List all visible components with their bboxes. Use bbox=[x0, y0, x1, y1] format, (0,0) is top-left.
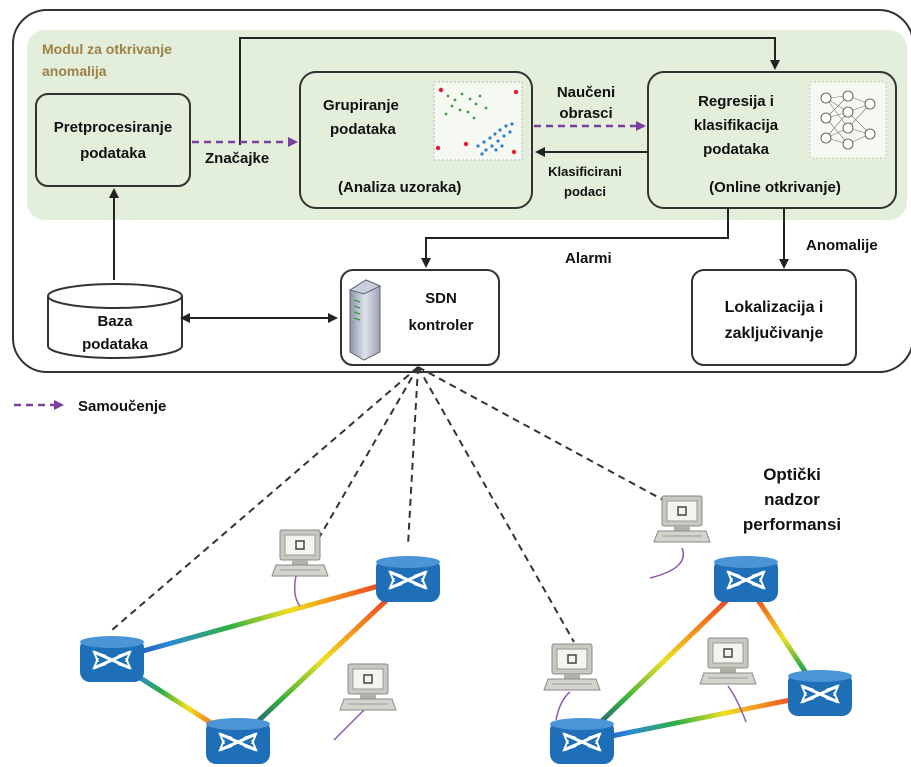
router-icon bbox=[548, 716, 616, 766]
clustering-label-line1: Grupiranje bbox=[323, 97, 399, 114]
neural-network-thumbnail bbox=[809, 81, 887, 159]
learned-patterns-label-line1: Naučeni bbox=[557, 84, 615, 101]
database-cylinder bbox=[47, 283, 183, 359]
router-icon bbox=[78, 634, 146, 684]
classified-data-label-line2: podaci bbox=[564, 184, 606, 199]
clustering-sub-label: (Analiza uzoraka) bbox=[338, 179, 461, 196]
anomalies-label: Anomalije bbox=[806, 237, 878, 254]
alarms-label: Alarmi bbox=[565, 250, 612, 267]
alarms-arrow bbox=[421, 208, 729, 268]
router-icon bbox=[712, 554, 780, 604]
preprocessing-label-line2: podataka bbox=[80, 145, 147, 162]
regression-label-line1: Regresija i bbox=[698, 93, 774, 110]
module-title-line2: anomalija bbox=[42, 63, 107, 79]
features-label: Značajke bbox=[205, 150, 269, 167]
server-icon bbox=[348, 279, 382, 361]
monitor-computer-icon bbox=[699, 637, 757, 685]
regression-label-line2: klasifikacija bbox=[694, 117, 779, 134]
database-label-line2: podataka bbox=[82, 336, 149, 353]
monitor-computer-icon bbox=[543, 643, 601, 691]
sdn-label-line1: SDN bbox=[425, 290, 457, 307]
localization-label-line1: Lokalizacija i bbox=[725, 299, 824, 316]
monitor-label-line3: performansi bbox=[743, 515, 841, 534]
preprocessing-label-line1: Pretprocesiranje bbox=[54, 119, 172, 136]
router-icon bbox=[204, 716, 272, 766]
control-links bbox=[111, 366, 679, 643]
localization-label-line2: zaključivanje bbox=[725, 325, 824, 342]
database-label-line1: Baza bbox=[97, 313, 133, 330]
legend-self-learning-label: Samoučenje bbox=[78, 398, 166, 415]
monitor-taps bbox=[293, 547, 747, 741]
classified-data-label-line1: Klasificirani bbox=[548, 164, 622, 179]
monitor-computer-icon bbox=[339, 663, 397, 711]
preprocessing-box bbox=[35, 93, 191, 187]
learned-patterns-label-line2: obrasci bbox=[559, 105, 612, 122]
module-title-line1: Modul za otkrivanje bbox=[42, 41, 172, 57]
monitor-computer-icon bbox=[653, 495, 711, 543]
regression-label-line3: podataka bbox=[703, 141, 770, 158]
sdn-label-line2: kontroler bbox=[408, 317, 473, 334]
cluster-scatter-thumbnail bbox=[433, 81, 523, 161]
localization-box bbox=[691, 269, 857, 366]
top-feedback-arrow bbox=[239, 37, 780, 145]
router-icon bbox=[374, 554, 442, 604]
monitor-label-line1: Optički bbox=[763, 465, 821, 484]
regression-sub-label: (Online otkrivanje) bbox=[709, 179, 841, 196]
monitor-computer-icon bbox=[271, 529, 329, 577]
monitor-label-line2: nadzor bbox=[764, 490, 820, 509]
clustering-label-line2: podataka bbox=[330, 121, 397, 138]
router-icon bbox=[786, 668, 854, 718]
